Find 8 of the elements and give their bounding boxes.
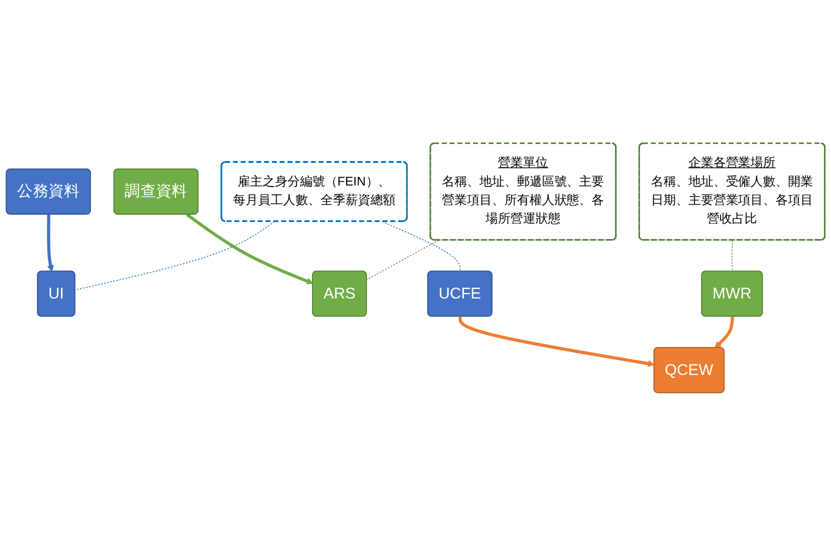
- arrow: [186, 213, 314, 284]
- arrow: [714, 316, 734, 348]
- connector: [382, 221, 461, 272]
- connector: [366, 240, 439, 280]
- arrow: [47, 214, 54, 272]
- arrow: [458, 316, 655, 367]
- connector: [74, 221, 275, 290]
- connector: [732, 240, 733, 272]
